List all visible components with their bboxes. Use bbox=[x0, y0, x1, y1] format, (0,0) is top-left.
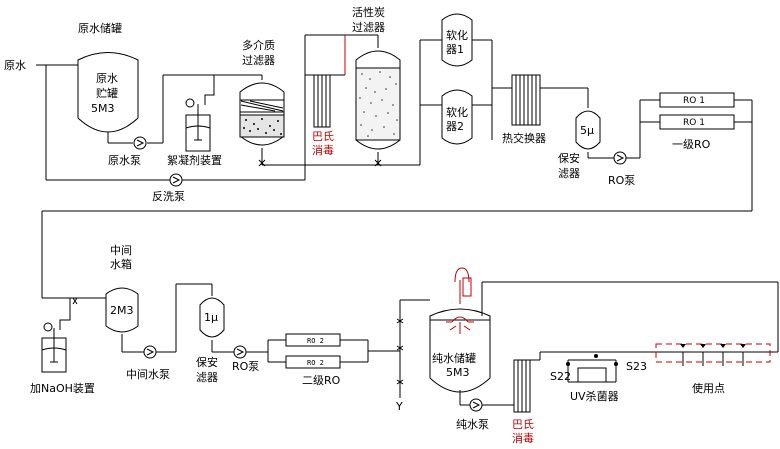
softener1-label-a: 软化 bbox=[446, 28, 468, 42]
multimedia-label-2: 过滤器 bbox=[242, 54, 275, 67]
primary-ro bbox=[659, 92, 735, 130]
raw-tank-capacity: 5M3 bbox=[91, 102, 115, 115]
multimedia-label-1: 多介质 bbox=[242, 38, 275, 52]
s22-label: S22 bbox=[550, 370, 571, 383]
top-pipes bbox=[36, 34, 753, 299]
mid-tank-label-a: 中间 bbox=[110, 244, 132, 257]
pasteur1-label-b: 消毒 bbox=[312, 143, 334, 157]
flocculant-label: 絮凝剂装置 bbox=[167, 153, 222, 167]
multimedia-filter bbox=[239, 82, 285, 146]
mid-tank-capacity: 2M3 bbox=[110, 304, 134, 317]
heat-exchanger-label: 热交换器 bbox=[502, 131, 546, 145]
softener2-label-a: 软化 bbox=[446, 105, 468, 119]
filter1-label: 1μ bbox=[204, 311, 218, 324]
carbon-filter bbox=[355, 50, 401, 150]
flocculant-icon bbox=[185, 75, 215, 152]
intermediate-tank bbox=[105, 283, 213, 353]
ro-pump-2-icon bbox=[233, 345, 247, 359]
pasteur2-label-b: 消毒 bbox=[512, 431, 534, 445]
raw-tank-title: 原水储罐 bbox=[78, 21, 122, 35]
s23-label: S23 bbox=[626, 360, 647, 373]
ro1-a-label: RO 1 bbox=[683, 96, 705, 106]
carbon-label-2: 过滤器 bbox=[352, 21, 385, 34]
pure-water-tank bbox=[429, 267, 779, 406]
security-filter-5 bbox=[575, 110, 601, 150]
backwash-pump-label: 反洗泵 bbox=[152, 190, 185, 203]
pure-tank-label: 纯水储罐 bbox=[432, 351, 476, 365]
pasteur-disinfector-2 bbox=[513, 351, 660, 413]
uv-sterilizer bbox=[566, 354, 618, 383]
mid-pump-label: 中间水泵 bbox=[126, 368, 170, 381]
uv-label: UV杀菌器 bbox=[570, 389, 619, 403]
softener2-label-b: 器2 bbox=[446, 120, 464, 133]
carbon-label-1: 活性炭 bbox=[352, 5, 385, 19]
y-mark: Y bbox=[395, 400, 403, 413]
security-filter1-label-a: 保安 bbox=[558, 151, 580, 165]
heat-exchanger bbox=[511, 74, 541, 126]
raw-pump-icon bbox=[133, 136, 147, 150]
filter5-label: 5μ bbox=[580, 124, 594, 137]
security-filter-1 bbox=[199, 297, 286, 363]
softener-1 bbox=[441, 13, 473, 67]
raw-water-tank bbox=[77, 52, 139, 133]
ro-pump-1-icon bbox=[613, 151, 627, 165]
pure-pump-icon bbox=[469, 398, 483, 412]
naoh-label: 加NaOH装置 bbox=[30, 382, 95, 395]
mid-pump-icon bbox=[143, 345, 157, 359]
secondary-ro bbox=[285, 299, 430, 398]
valve-marks bbox=[72, 159, 404, 385]
primary-ro-label: 一级RO bbox=[672, 138, 711, 151]
security-filter1-label-b: 滤器 bbox=[558, 167, 580, 180]
backwash-pump-icon bbox=[169, 173, 183, 187]
raw-pump-label: 原水泵 bbox=[108, 154, 141, 167]
ro2-a-label: RO 2 bbox=[307, 337, 324, 345]
pure-tank-capacity: 5M3 bbox=[446, 366, 470, 379]
raw-water-label: 原水 bbox=[4, 59, 26, 72]
softener-2 bbox=[441, 89, 473, 145]
mid-tank-label-b: 水箱 bbox=[110, 257, 132, 271]
use-point-label: 使用点 bbox=[692, 382, 725, 395]
security-filter2-label-b: 滤器 bbox=[196, 371, 218, 384]
pure-pump-label: 纯水泵 bbox=[456, 418, 489, 431]
ro1-b-label: RO 1 bbox=[683, 118, 705, 128]
raw-tank-body1: 原水 bbox=[96, 72, 118, 85]
pasteur1-label-a: 巴氏 bbox=[312, 130, 334, 143]
pasteur2-label-a: 巴氏 bbox=[512, 418, 534, 431]
naoh-device-icon bbox=[41, 298, 71, 373]
ro-pump1-label: RO泵 bbox=[608, 174, 635, 187]
softener1-label-b: 器1 bbox=[446, 43, 464, 56]
ro2-b-label: RO 2 bbox=[307, 359, 324, 367]
use-points bbox=[655, 343, 771, 366]
raw-tank-body2: 贮罐 bbox=[96, 87, 118, 100]
ro-pump2-label: RO泵 bbox=[232, 360, 259, 373]
pasteur-disinfector-1 bbox=[313, 35, 346, 128]
security-filter2-label-a: 保安 bbox=[196, 355, 218, 369]
secondary-ro-label: 二级RO bbox=[302, 374, 341, 387]
